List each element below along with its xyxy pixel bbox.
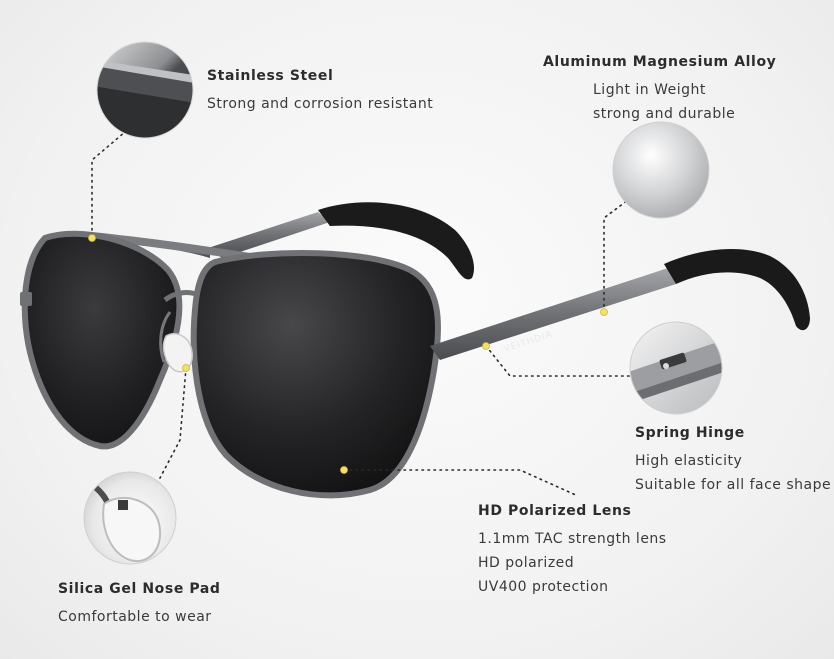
right-lens — [190, 250, 441, 499]
polarized-lens-title: HD Polarized Lens — [478, 503, 632, 519]
spring-hinge-desc-1: High elasticity — [635, 453, 743, 469]
hinge-callout-dot — [482, 342, 490, 350]
polarized-lens-desc-2: HD polarized — [478, 555, 575, 571]
lens-leader-line — [343, 469, 579, 497]
hinge-detail-circle — [629, 321, 723, 415]
alloy-detail-circle — [612, 121, 710, 219]
steel-leader-line — [91, 131, 126, 237]
nose-detail-circle — [83, 471, 177, 565]
nose-callout-dot — [182, 364, 190, 372]
left-endpiece — [20, 292, 32, 306]
near-temple-tip — [664, 249, 810, 331]
nose-pad-desc: Comfortable to wear — [58, 609, 212, 625]
stainless-steel-desc: Strong and corrosion resistant — [207, 96, 434, 112]
spring-hinge-title: Spring Hinge — [635, 425, 745, 441]
alloy-leader-line — [603, 199, 629, 313]
spring-hinge-desc-2: Suitable for all face shape — [635, 477, 832, 493]
spring-hinge-callout: Spring Hinge High elasticity Suitable fo… — [635, 425, 831, 497]
aluminum-alloy-desc-1: Light in Weight — [593, 82, 706, 98]
nose-pad-callout: Silica Gel Nose Pad Comfortable to wear — [58, 581, 221, 629]
nose-leader-line — [159, 367, 187, 479]
steel-detail-circle — [96, 41, 194, 139]
alloy-callout-dot — [600, 308, 608, 316]
near-temple-arm — [430, 268, 676, 360]
stainless-steel-callout: Stainless Steel Strong and corrosion res… — [207, 68, 433, 116]
nose-pad-title: Silica Gel Nose Pad — [58, 581, 221, 597]
aluminum-alloy-callout: Aluminum Magnesium Alloy Light in Weight… — [543, 54, 776, 126]
far-temple-tip — [318, 202, 475, 280]
polarized-lens-callout: HD Polarized Lens 1.1mm TAC strength len… — [478, 503, 667, 599]
far-temple-arm — [208, 212, 330, 258]
aluminum-alloy-desc-2: strong and durable — [593, 106, 736, 122]
stainless-steel-title: Stainless Steel — [207, 68, 334, 84]
hinge-leader-line — [485, 345, 631, 377]
polarized-lens-desc-1: 1.1mm TAC strength lens — [478, 531, 667, 547]
lens-callout-dot — [340, 466, 348, 474]
nose-pad-arm — [159, 311, 172, 363]
steel-callout-dot — [88, 234, 96, 242]
left-lens — [21, 230, 183, 450]
polarized-lens-desc-3: UV400 protection — [478, 579, 609, 595]
aluminum-alloy-title: Aluminum Magnesium Alloy — [543, 54, 777, 70]
